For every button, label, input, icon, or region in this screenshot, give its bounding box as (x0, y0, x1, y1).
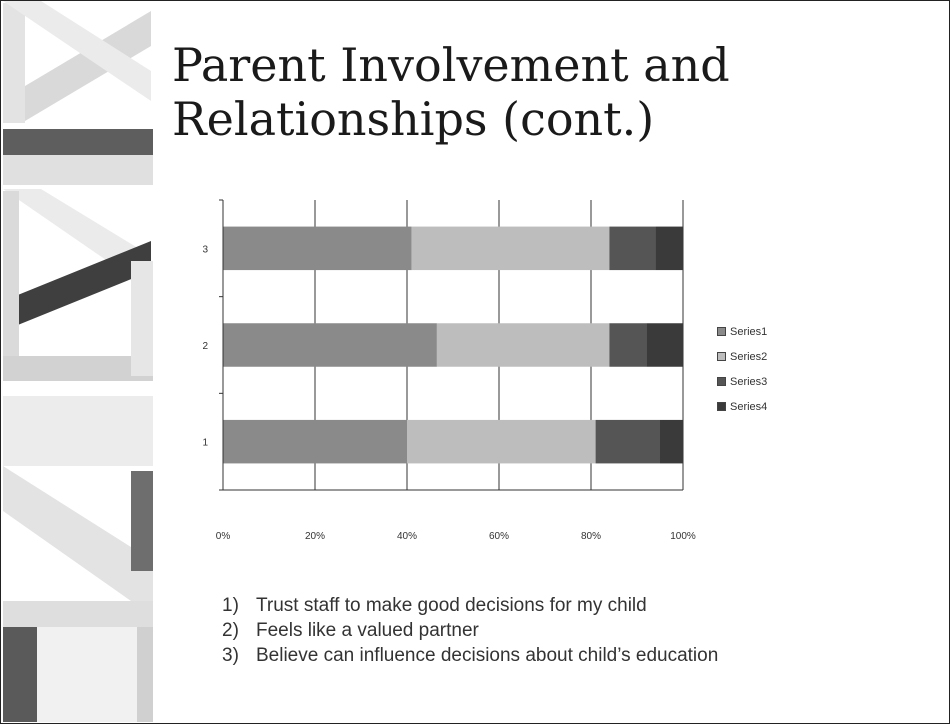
legend-label-series2: Series2 (730, 350, 768, 363)
title-line-2: Relationships (cont.) (172, 92, 655, 146)
y-category-label: 2 (202, 341, 208, 352)
note-item-1: 1) Trust staff to make good decisions for… (222, 593, 718, 618)
x-tick-label: 100% (670, 531, 696, 542)
legend-swatch-series4 (717, 402, 726, 411)
bars (223, 226, 683, 464)
x-tick-label: 80% (581, 531, 601, 542)
title-line-1: Parent Involvement and (172, 38, 730, 92)
y-category-label: 3 (202, 244, 208, 255)
bar-segment-series2-cat1 (407, 419, 596, 464)
bar-segment-series4-cat3 (655, 226, 683, 271)
legend-label-series3: Series3 (730, 375, 768, 388)
bar-segment-series1-cat1 (223, 419, 407, 464)
bar-segment-series1-cat2 (223, 323, 437, 367)
bar-segment-series3-cat1 (595, 419, 660, 464)
note-number: 3) (222, 645, 239, 666)
decorative-letter-banner (1, 1, 155, 722)
bar-segment-series4-cat2 (646, 323, 683, 367)
bar-segment-series3-cat2 (609, 323, 647, 367)
bar-segment-series2-cat2 (436, 323, 610, 367)
slide-title: Parent Involvement and Relationships (co… (172, 38, 872, 146)
note-text: Believe can influence decisions about ch… (256, 645, 719, 666)
note-text: Trust staff to make good decisions for m… (256, 595, 647, 616)
legend-label-series1: Series1 (730, 325, 768, 338)
category-notes-list: 1) Trust staff to make good decisions for… (222, 593, 718, 668)
legend-swatch-series1 (717, 327, 726, 336)
legend-item-series1: Series1 (717, 319, 767, 344)
bar-segment-series2-cat3 (411, 226, 610, 271)
axes: 0% 20% 40% 60% 80% 100% 1 2 3 (202, 199, 696, 542)
x-tick-label: 60% (489, 531, 509, 542)
legend-swatch-series2 (717, 352, 726, 361)
legend-item-series3: Series3 (717, 369, 767, 394)
bar-segment-series3-cat3 (609, 226, 656, 271)
note-item-3: 3) Believe can influence decisions about … (222, 643, 718, 668)
bar-segment-series4-cat1 (660, 419, 683, 464)
legend-item-series4: Series4 (717, 394, 767, 419)
note-number: 2) (222, 620, 239, 641)
x-tick-label: 20% (305, 531, 325, 542)
note-item-2: 2) Feels like a valued partner (222, 618, 718, 643)
bar-segment-series1-cat3 (223, 226, 412, 271)
stacked-bar-chart: 0% 20% 40% 60% 80% 100% 1 2 3 (202, 199, 696, 542)
chart-legend: Series1 Series2 Series3 Series4 (717, 319, 767, 419)
legend-item-series2: Series2 (717, 344, 767, 369)
note-number: 1) (222, 595, 239, 616)
y-category-label: 1 (202, 438, 208, 449)
legend-swatch-series3 (717, 377, 726, 386)
note-text: Feels like a valued partner (256, 620, 479, 641)
x-tick-label: 0% (216, 531, 231, 542)
x-tick-label: 40% (397, 531, 417, 542)
legend-label-series4: Series4 (730, 400, 768, 413)
